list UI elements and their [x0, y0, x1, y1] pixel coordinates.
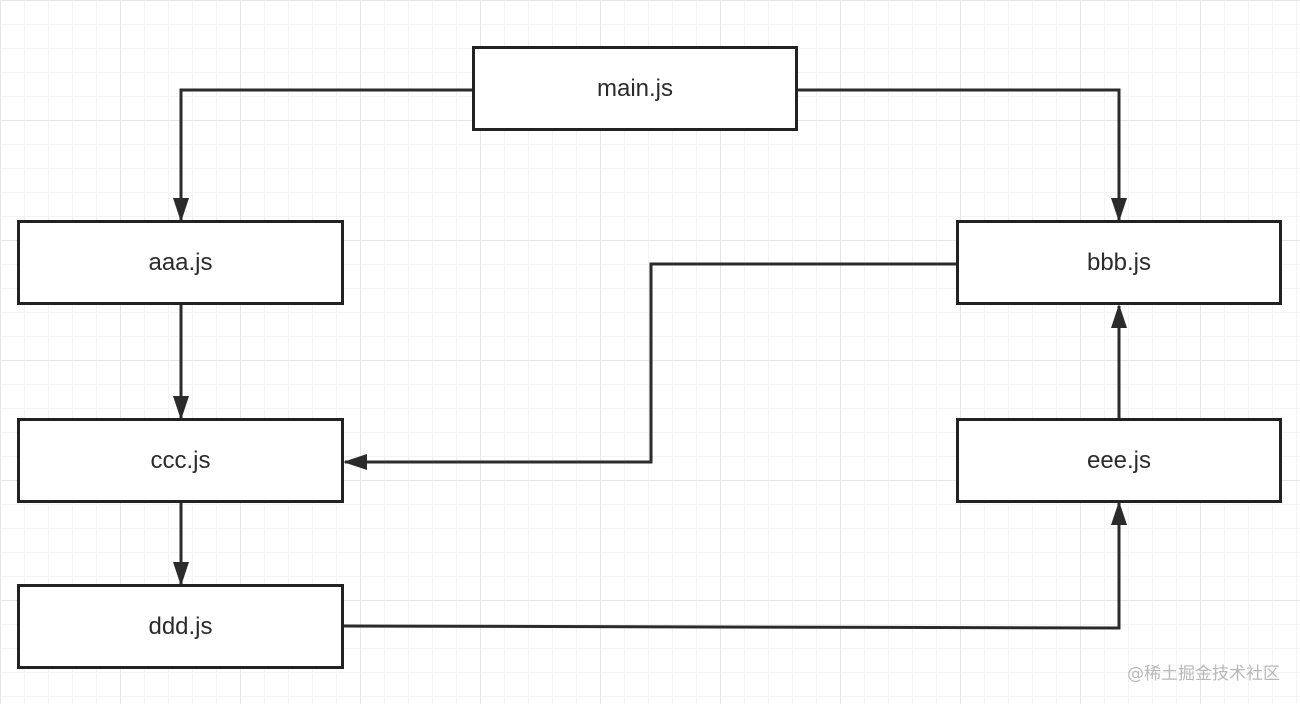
- node-aaa[interactable]: aaa.js: [17, 220, 344, 305]
- edge-bbb-to-ccc: [343, 262, 957, 470]
- node-aaa-label: aaa.js: [148, 248, 213, 276]
- node-bbb-label: bbb.js: [1086, 248, 1152, 276]
- node-main[interactable]: main.js: [472, 46, 798, 131]
- node-main-label: main.js: [596, 74, 674, 102]
- node-eee[interactable]: eee.js: [956, 418, 1282, 503]
- edge-main-to-bbb: [797, 88, 1127, 222]
- node-ddd[interactable]: ddd.js: [17, 584, 344, 669]
- node-ddd-label: ddd.js: [148, 612, 213, 640]
- edge-main-to-aaa: [173, 88, 473, 222]
- node-ccc-label: ccc.js: [150, 446, 211, 474]
- node-ccc[interactable]: ccc.js: [17, 418, 344, 503]
- node-eee-label: eee.js: [1086, 446, 1152, 474]
- node-bbb[interactable]: bbb.js: [956, 220, 1282, 305]
- watermark: @稀土掘金技术社区: [1127, 664, 1280, 684]
- edge-ddd-to-eee: [342, 501, 1127, 630]
